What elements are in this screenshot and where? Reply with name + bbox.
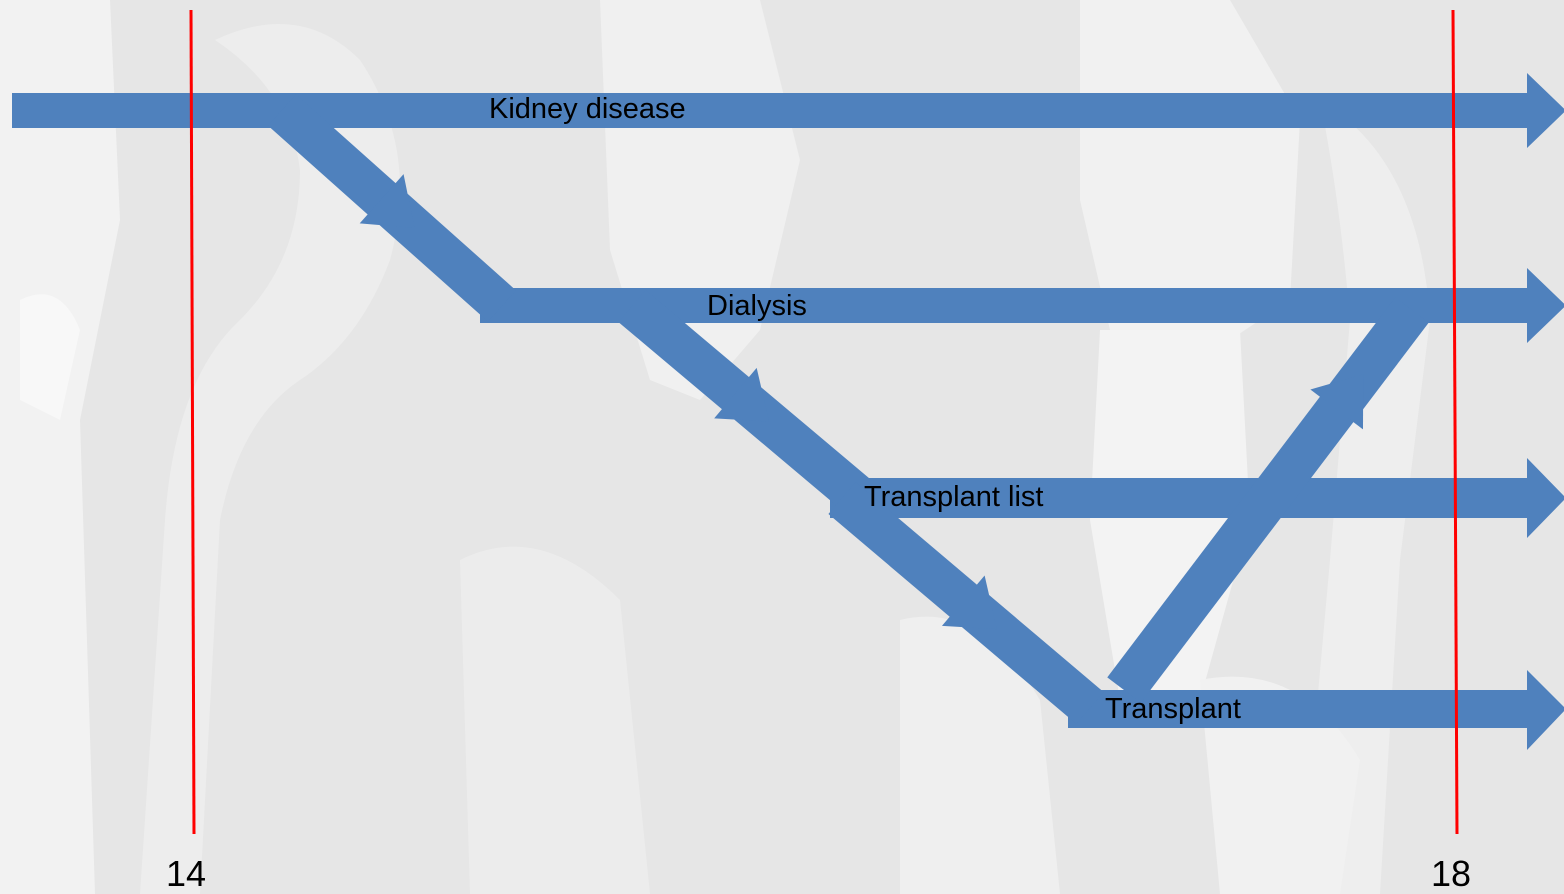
background-photo-texture — [0, 0, 1360, 894]
age-marker-line-start — [189, 9, 196, 835]
age-marker-line-end — [1451, 9, 1459, 835]
connector-arrowhead-4 — [1310, 374, 1364, 430]
pathway-arrows — [12, 73, 1564, 750]
connector-arrowhead-3 — [941, 575, 997, 630]
lane-arrow-kidney-disease — [12, 73, 1564, 148]
age-marker-label-start: 14 — [166, 853, 207, 894]
age-marker-label-end: 18 — [1431, 853, 1472, 894]
stage-label-transplant-list: Transplant list — [864, 481, 1044, 513]
stage-label-dialysis: Dialysis — [707, 290, 807, 322]
age-marker-lines — [189, 9, 1459, 835]
lane-arrow-dialysis — [480, 268, 1564, 343]
stage-label-transplant: Transplant — [1105, 693, 1241, 725]
connector-arrowhead-2 — [714, 367, 770, 422]
connector-arrowhead-1 — [359, 174, 415, 229]
lane-arrow-transplant — [1068, 670, 1564, 750]
stage-label-kidney-disease: Kidney disease — [489, 93, 686, 125]
lane-arrow-transplant-list — [830, 458, 1564, 538]
